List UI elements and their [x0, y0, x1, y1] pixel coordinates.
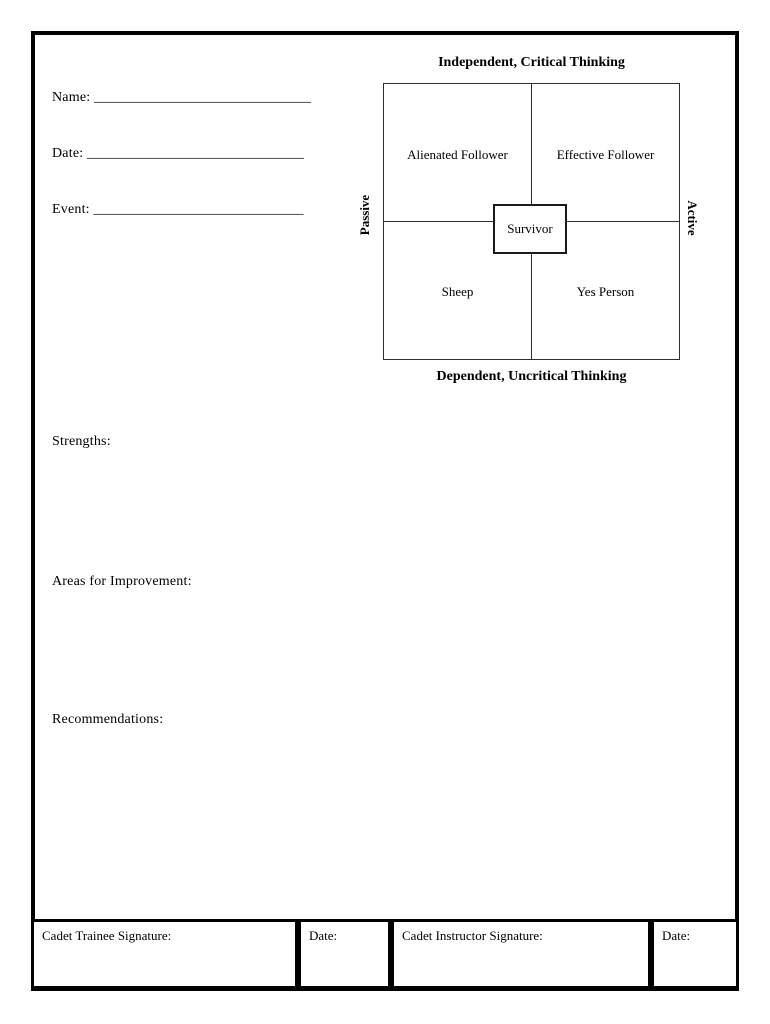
cell-instructor-date: Date: — [651, 919, 739, 989]
cell-trainee-date: Date: — [298, 919, 391, 989]
event-label: Event: — [52, 202, 90, 217]
quadrant-label-yes-person: Yes Person — [576, 284, 635, 299]
cadet-instructor-signature-label: Cadet Instructor Signature: — [402, 928, 543, 943]
section-areas-for-improvement-label: Areas for Improvement: — [52, 574, 192, 589]
section-recommendations-label: Recommendations: — [52, 712, 164, 727]
page-border — [31, 31, 739, 991]
cadet-trainee-signature-label: Cadet Trainee Signature: — [42, 928, 172, 943]
diagram-left-axis-label: Passive — [357, 194, 372, 236]
date-label: Date: — [52, 146, 84, 161]
diagram-right-axis-label: Active — [685, 200, 700, 236]
event-field: Event: ______________________________ — [52, 202, 303, 218]
date-blank-line: _______________________________ — [87, 146, 305, 161]
section-strengths-label: Strengths: — [52, 434, 111, 449]
quadrant-label-effective-follower: Effective Follower — [556, 147, 655, 162]
cell-cadet-instructor-signature: Cadet Instructor Signature: — [391, 919, 651, 989]
date-field: Date: _______________________________ — [52, 146, 304, 162]
name-field: Name: _______________________________ — [52, 90, 311, 106]
instructor-date-label: Date: — [662, 928, 691, 943]
event-blank-line: ______________________________ — [93, 202, 304, 217]
diagram-top-axis-title: Independent, Critical Thinking — [438, 55, 625, 70]
quadrant-label-sheep: Sheep — [441, 284, 474, 299]
diagram-bottom-axis-title: Dependent, Uncritical Thinking — [436, 369, 627, 384]
name-blank-line: _______________________________ — [94, 90, 312, 105]
quadrant-label-alienated-follower: Alienated Follower — [407, 147, 508, 162]
trainee-date-label: Date: — [309, 928, 338, 943]
survivor-center-box: Survivor — [493, 204, 567, 254]
name-label: Name: — [52, 90, 91, 105]
cell-cadet-trainee-signature: Cadet Trainee Signature: — [31, 919, 298, 989]
survivor-label: Survivor — [507, 221, 553, 236]
